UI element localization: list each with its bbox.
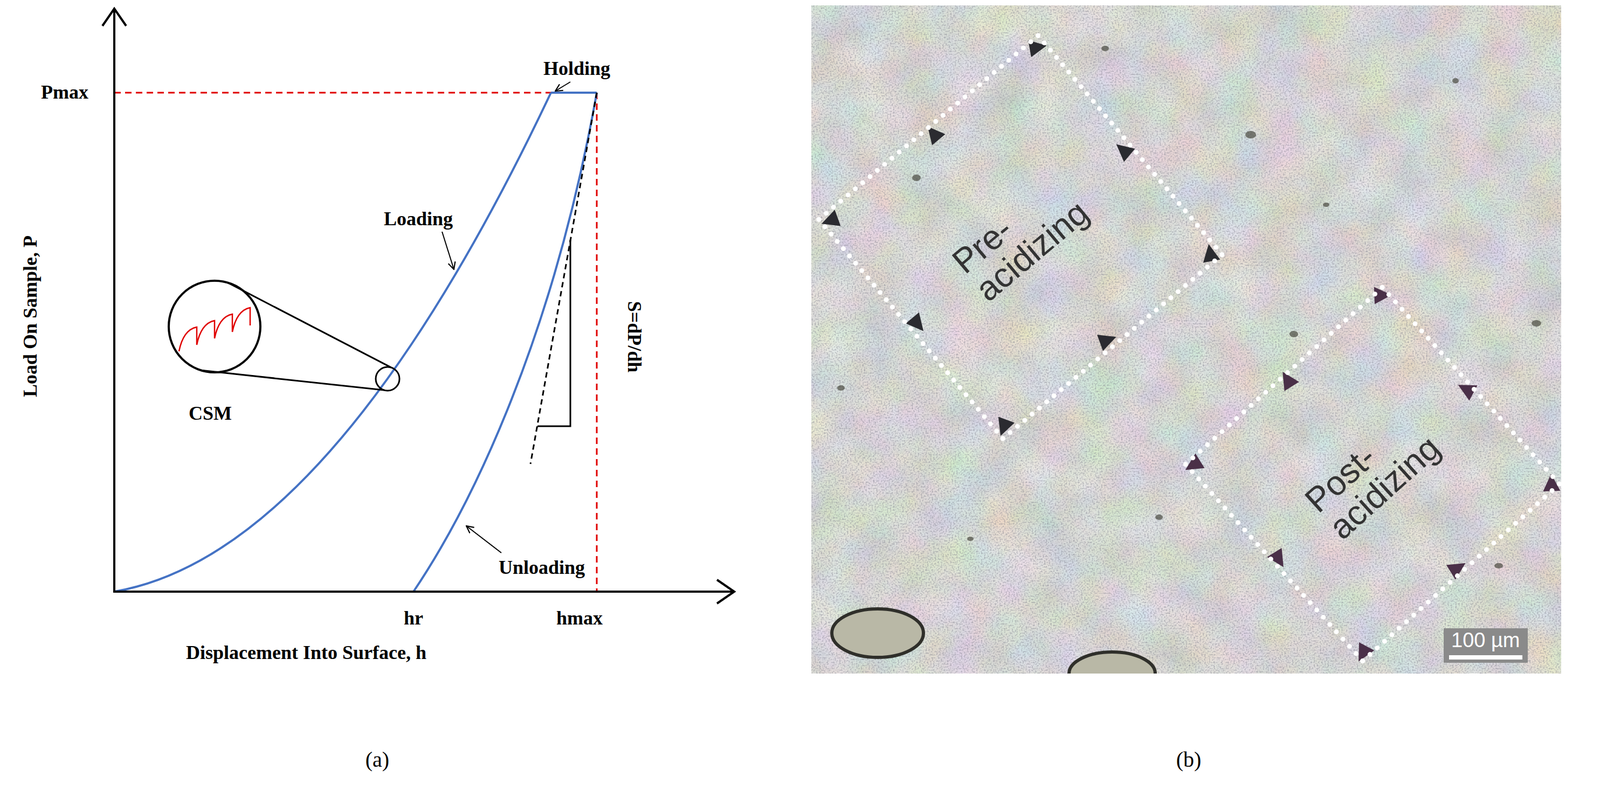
micrograph-ground <box>811 5 1562 674</box>
pmax-guide <box>114 92 597 94</box>
stiffness-tangent <box>530 92 597 465</box>
axis-value-label: hmax <box>556 608 603 630</box>
axis-title: Load On Sample, P <box>19 235 42 398</box>
indent-array <box>1176 278 1562 670</box>
indent-mark <box>818 209 841 232</box>
pore-outline <box>831 609 924 658</box>
indent-mark <box>905 312 930 337</box>
surface-pit <box>1155 514 1163 521</box>
scale-bar-box: 100 µm <box>1443 628 1528 664</box>
indent-mark <box>992 417 1015 440</box>
surface-pit <box>1101 45 1109 52</box>
indent-mark <box>920 120 946 146</box>
magnifier-line <box>228 283 392 368</box>
formula-label: S=dP/dh <box>623 301 645 374</box>
scale-bar-line <box>1449 655 1523 660</box>
surface-pit <box>1245 130 1257 139</box>
indent-mark <box>1542 473 1561 492</box>
surface-pit <box>1289 330 1299 338</box>
hmax-guide <box>596 92 598 592</box>
holding-segment <box>550 91 597 94</box>
region-label: Post- acidizing <box>1298 402 1447 547</box>
y-axis-arrow <box>102 8 127 26</box>
surface-pit <box>1494 563 1503 569</box>
indent-mark <box>1374 286 1392 305</box>
indent-mark <box>1028 37 1048 58</box>
stage-label: Loading <box>383 208 453 231</box>
surface-pit <box>1322 202 1330 208</box>
magnified-spot <box>375 367 400 391</box>
indent-array <box>813 30 1229 445</box>
panel-letter: (a) <box>365 748 390 772</box>
indent-mark <box>1453 377 1478 401</box>
indent-mark <box>1110 137 1135 162</box>
x-axis-arrow <box>716 580 735 604</box>
panel-b-micrograph <box>811 5 1562 674</box>
panel-letter: (b) <box>1176 748 1202 772</box>
panel-a <box>102 8 735 604</box>
micrograph-grain <box>811 5 1562 674</box>
indent-mark <box>1097 328 1120 351</box>
surface-pits <box>837 45 1542 569</box>
axis-value-label: Pmax <box>40 81 89 104</box>
axis-value-label: hr <box>403 608 424 630</box>
csm-oscillation <box>178 307 251 352</box>
method-label: CSM <box>188 403 232 425</box>
indent-mark <box>1446 556 1471 581</box>
micrograph-texture <box>811 5 1562 674</box>
loading-curve <box>114 92 551 592</box>
magnifier-line <box>201 370 384 391</box>
surface-pit <box>1531 320 1542 327</box>
indent-mark <box>1266 548 1291 572</box>
region-label: Pre- acidizing <box>945 166 1095 308</box>
leader-arrow <box>555 81 571 92</box>
pore-outline <box>1069 652 1156 674</box>
surface-pit <box>967 536 974 542</box>
indent-mark <box>1200 242 1220 263</box>
y-axis <box>113 9 116 592</box>
scale-bar-label: 100 µm <box>1451 629 1521 653</box>
slope-triangle <box>537 239 571 427</box>
surface-pit <box>912 174 921 182</box>
x-axis <box>113 590 734 593</box>
unloading-curve <box>413 92 597 592</box>
indent-mark <box>1275 367 1300 392</box>
leader-arrow <box>466 526 502 554</box>
stage-label: Holding <box>543 58 611 80</box>
surface-pit <box>837 385 845 391</box>
stage-label: Unloading <box>498 557 585 579</box>
leader-arrow <box>442 231 454 270</box>
magnifier-circle <box>168 280 261 373</box>
axis-title: Displacement Into Surface, h <box>185 642 427 665</box>
surface-pit <box>1452 78 1459 84</box>
